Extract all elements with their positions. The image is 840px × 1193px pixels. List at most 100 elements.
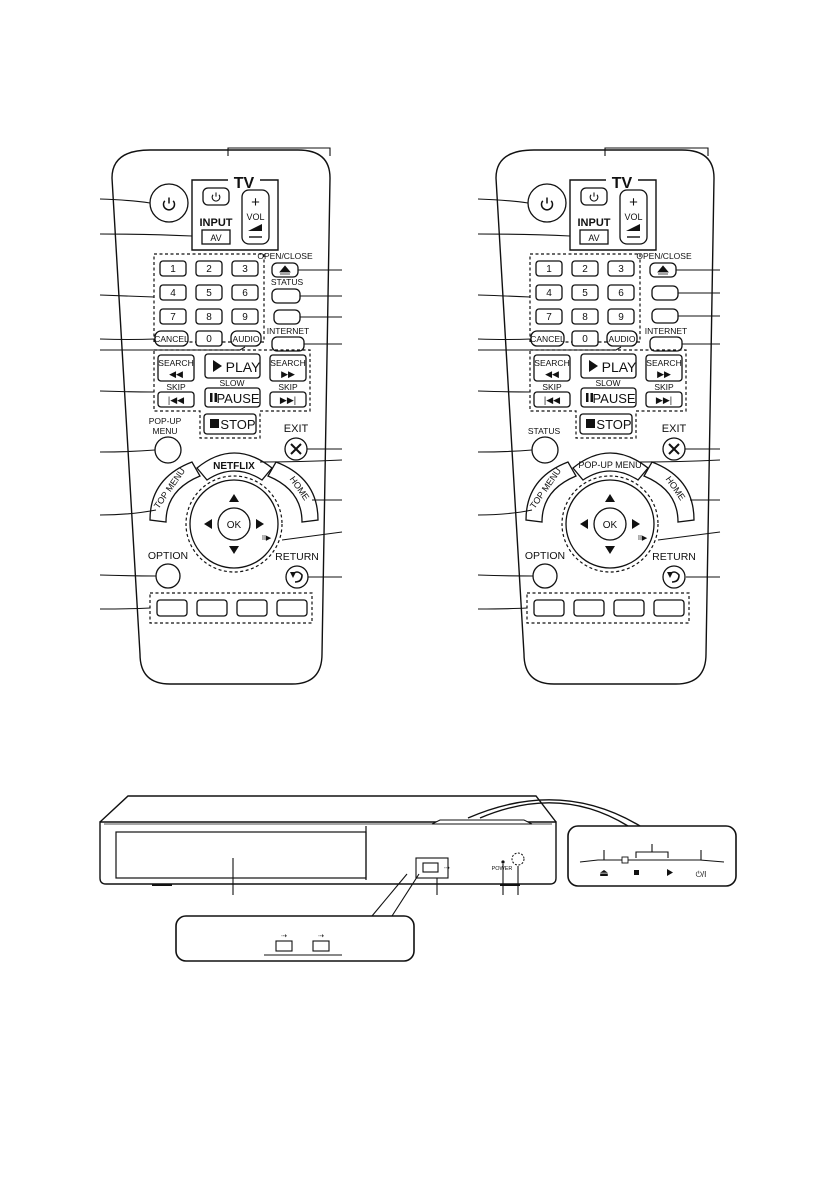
eject-button[interactable]: ⏏ <box>599 868 608 879</box>
remote-a-ok-button[interactable] <box>217 507 251 541</box>
digit-button[interactable]: 4 <box>535 284 563 301</box>
svg-text:1: 1 <box>170 264 176 275</box>
svg-text:7: 7 <box>170 312 176 323</box>
remote-b-cancel-button[interactable]: CANCEL <box>530 330 565 347</box>
digit-button[interactable]: 9 <box>607 308 635 325</box>
rear-usb-port[interactable]: ⇢ <box>312 933 330 952</box>
remote-b-search-back-button[interactable]: SEARCH ◀◀ <box>533 354 571 382</box>
usb-icon: ⇢ <box>318 933 324 940</box>
digit-button[interactable]: 5 <box>195 284 223 301</box>
remote-a-leaders-left <box>99 198 246 610</box>
remote-a-color-button[interactable] <box>276 599 308 617</box>
remote-b-play-button[interactable]: PLAY <box>580 353 637 379</box>
digit-button[interactable]: 1 <box>159 260 187 277</box>
remote-b-internet-button[interactable] <box>649 336 683 352</box>
digit-button[interactable]: 6 <box>607 284 635 301</box>
svg-text:⏏: ⏏ <box>599 868 608 879</box>
remote-b-option-button[interactable] <box>532 563 558 589</box>
rear-usb-port[interactable]: ⇢ <box>275 933 293 952</box>
player-front-face <box>99 821 557 885</box>
remote-b-search-forward-button[interactable]: SEARCH ▶▶ <box>645 354 683 382</box>
digit-button[interactable]: 2 <box>195 260 223 277</box>
digit-button[interactable]: 7 <box>535 308 563 325</box>
svg-text:+: + <box>629 194 638 211</box>
digit-button[interactable]: 9 <box>231 308 259 325</box>
remote-a-color-button[interactable] <box>156 599 188 617</box>
remote-b-return-button[interactable] <box>662 565 686 589</box>
stop-button[interactable] <box>634 870 639 875</box>
remote-a-exit-button[interactable] <box>284 437 308 461</box>
remote-b-stop-button[interactable]: STOP <box>579 413 633 435</box>
digit-button[interactable]: 4 <box>159 284 187 301</box>
svg-text:6: 6 <box>618 288 624 299</box>
remote-b-blank-button[interactable] <box>651 308 679 324</box>
remote-b-color-button[interactable] <box>653 599 685 617</box>
digit-button[interactable]: 8 <box>571 308 599 325</box>
digit-button[interactable]: 5 <box>571 284 599 301</box>
digit-button[interactable]: 3 <box>231 260 259 277</box>
remote-b-home-button[interactable] <box>643 461 695 523</box>
remote-b-audio-button[interactable]: AUDIO <box>606 330 638 347</box>
remote-a-stop-button[interactable]: STOP <box>203 413 257 435</box>
remote-a-popup-menu-button[interactable] <box>154 436 182 464</box>
remote-b-av-button[interactable] <box>579 229 609 245</box>
remote-b-option-label: OPTION <box>525 550 565 562</box>
remote-a-pause-button[interactable]: PAUSE <box>204 387 261 408</box>
svg-text:PLAY: PLAY <box>226 359 261 375</box>
svg-text:+: + <box>251 194 260 211</box>
remote-a-power-button[interactable] <box>149 183 189 223</box>
digit-button[interactable]: 0 <box>571 330 599 347</box>
remote-b-vol-rocker[interactable] <box>619 189 648 245</box>
remote-b-color-button[interactable] <box>533 599 565 617</box>
remote-a-color-button[interactable] <box>196 599 228 617</box>
remote-b-pause-button[interactable]: PAUSE <box>580 387 637 408</box>
remote-a-cancel-button[interactable]: CANCEL <box>154 330 189 347</box>
svg-text:STOP: STOP <box>220 417 255 432</box>
usb-port[interactable]: ⇢ <box>415 857 450 879</box>
remote-b-exit-button[interactable] <box>662 437 686 461</box>
remote-b-number-pad: 1 2 3 4 5 6 7 8 9 0 <box>535 260 635 347</box>
remote-a-search-forward-button[interactable]: SEARCH ▶▶ <box>269 354 307 382</box>
remote-a-vol-rocker[interactable] <box>241 189 270 245</box>
remote-a-internet-button[interactable] <box>271 336 305 352</box>
remote-a-skip-forward-button[interactable]: ▶▶| <box>269 391 307 408</box>
remote-a-av-button[interactable] <box>201 229 231 245</box>
digit-button[interactable]: 7 <box>159 308 187 325</box>
svg-text:8: 8 <box>582 312 588 323</box>
digit-button[interactable]: 3 <box>607 260 635 277</box>
remote-a-color-button[interactable] <box>236 599 268 617</box>
remote-a-blank-button[interactable] <box>273 309 301 325</box>
disc-tray[interactable] <box>115 831 367 879</box>
digit-button[interactable]: 8 <box>195 308 223 325</box>
remote-b-blank-button[interactable] <box>651 285 679 301</box>
svg-text:CANCEL: CANCEL <box>154 334 189 344</box>
remote-b-open-close-button[interactable] <box>649 262 677 278</box>
remote-a-skip-back-button[interactable]: |◀◀ <box>157 391 195 408</box>
remote-b-skip-back-button[interactable]: |◀◀ <box>533 391 571 408</box>
remote-b-top-menu-button[interactable] <box>525 461 577 523</box>
remote-b-ok-button[interactable] <box>593 507 627 541</box>
remote-a-top-menu-button[interactable] <box>149 461 201 523</box>
svg-text:9: 9 <box>242 312 248 323</box>
remote-a-audio-button[interactable]: AUDIO <box>230 330 262 347</box>
play-button[interactable] <box>667 869 673 876</box>
standby-button[interactable]: ⏻/I <box>696 870 707 879</box>
remote-b-color-button[interactable] <box>613 599 645 617</box>
remote-a-search-back-button[interactable]: SEARCH ◀◀ <box>157 354 195 382</box>
remote-b: TV INPUT AV + VOL 1 2 3 4 5 6 7 8 9 0 CA… <box>477 147 721 685</box>
remote-b-skip-forward-button[interactable]: ▶▶| <box>645 391 683 408</box>
remote-a-status-button[interactable] <box>271 288 301 304</box>
remote-b-power-button[interactable] <box>527 183 567 223</box>
digit-button[interactable]: 0 <box>195 330 223 347</box>
remote-a-open-close-button[interactable] <box>271 262 299 278</box>
digit-button[interactable]: 2 <box>571 260 599 277</box>
svg-text:II▶: II▶ <box>638 535 648 542</box>
digit-button[interactable]: 1 <box>535 260 563 277</box>
remote-b-color-button[interactable] <box>573 599 605 617</box>
remote-a-option-button[interactable] <box>155 563 181 589</box>
remote-b-status-button[interactable] <box>531 436 559 464</box>
remote-a-home-button[interactable] <box>267 461 319 523</box>
digit-button[interactable]: 6 <box>231 284 259 301</box>
remote-a-return-button[interactable] <box>285 565 309 589</box>
remote-a-play-button[interactable]: PLAY <box>204 353 261 379</box>
